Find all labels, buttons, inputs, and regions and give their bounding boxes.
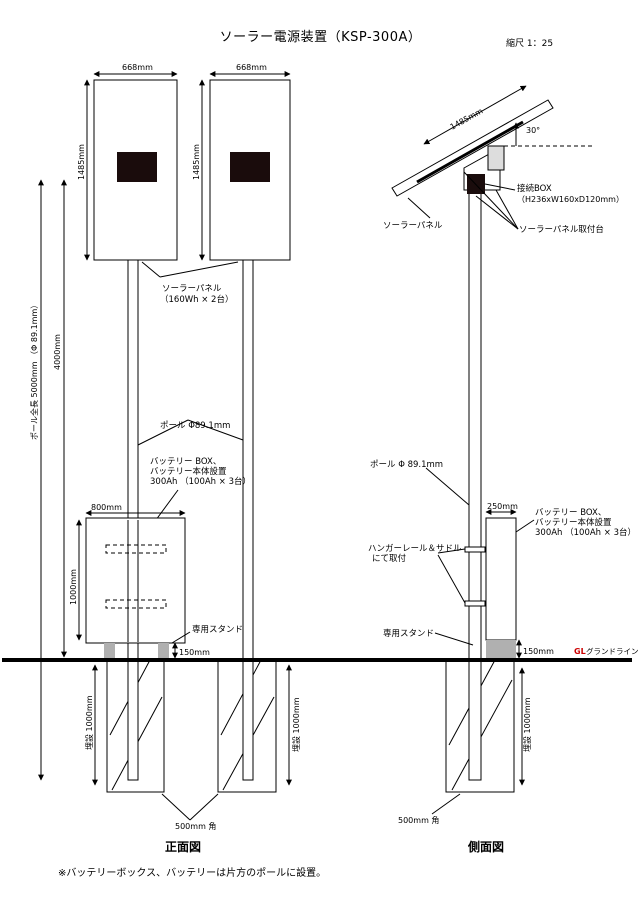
junction-box-left (117, 152, 157, 182)
side-pole (468, 187, 482, 781)
page-title: ソーラー電源装置（KSP-300A） (219, 30, 422, 45)
battery-slot-lower (105, 599, 167, 609)
front-panel-height-right: 1485mm (192, 144, 201, 180)
front-battery-label-1: バッテリー BOX、 (150, 457, 221, 467)
front-stand-height: 150mm (179, 648, 210, 657)
front-panel-width-left: 668mm (122, 63, 153, 72)
front-battery-label-2: バッテリー本体設置 (150, 466, 227, 477)
front-pole-total: ポール全長 5000mm （Φ 89.1mm） (29, 301, 39, 440)
side-view-heading: 側面図 (468, 840, 505, 854)
front-view-heading: 正面図 (165, 840, 202, 854)
side-panel-length: 1485mm (449, 106, 485, 131)
battery-slot-upper (105, 544, 167, 554)
gl-prefix: GL (574, 647, 586, 656)
stand-right (158, 643, 169, 659)
front-panel-height-left: 1485mm (77, 144, 86, 180)
side-junction-label-2: （H236xW160xD120mm） (517, 195, 624, 204)
front-pole-above: 4000mm (53, 334, 62, 370)
front-foundation-label: 500mm 角 (175, 821, 216, 831)
side-rail-label-2: にて取付 (372, 553, 407, 564)
front-box-height: 1000mm (69, 569, 78, 605)
side-battery-box (485, 517, 517, 641)
front-battery-label-3: 300Ah （100Ah × 3台） (150, 476, 251, 487)
side-box-width: 250mm (487, 502, 518, 511)
front-panel-label-2: （160Wh × 2台） (160, 294, 233, 305)
side-panel-label: ソーラーパネル (383, 221, 443, 231)
side-battery-label-2: バッテリー本体設置 (535, 517, 612, 528)
junction-box-right (230, 152, 270, 182)
side-battery-label-1: バッテリー BOX、 (535, 508, 606, 518)
front-buried-right: 埋設 1000mm (291, 697, 301, 752)
side-pole-label: ポール Φ 89.1mm (370, 460, 443, 470)
side-foundation-label: 500mm 角 (398, 815, 439, 825)
rail-upper (464, 546, 486, 553)
front-pole-label: ポール Φ89.1mm (160, 421, 230, 431)
side-battery-label-3: 300Ah （100Ah × 3台） (535, 527, 636, 538)
footnote: ※バッテリーボックス、バッテリーは片方のポールに設置。 (58, 868, 327, 879)
side-stand-height: 150mm (523, 647, 554, 656)
side-junction-label-1: 接続BOX (517, 183, 552, 194)
side-rail-label-1: ハンガーレール＆サドル (368, 543, 462, 554)
front-battery-box (85, 517, 186, 644)
scale-label: 縮尺 1：25 (506, 39, 554, 49)
side-mount-label: ソーラーパネル取付台 (519, 224, 604, 235)
pole-left (127, 179, 139, 781)
front-stand-label: 専用スタンド (192, 624, 243, 635)
front-panel-width-right: 668mm (236, 63, 267, 72)
gl-label: グランドライン (586, 646, 639, 656)
front-box-width: 800mm (91, 503, 122, 512)
side-stand (486, 640, 516, 659)
front-buried-left: 埋設 1000mm (84, 695, 94, 750)
side-stand-label: 専用スタンド (383, 628, 434, 639)
side-buried: 埋設 1000mm (522, 697, 532, 752)
rail-lower (464, 600, 486, 607)
side-angle: 30° (526, 126, 540, 135)
side-bracket (487, 145, 505, 171)
stand-left (104, 643, 115, 659)
front-panel-label-1: ソーラーパネル (162, 284, 222, 294)
